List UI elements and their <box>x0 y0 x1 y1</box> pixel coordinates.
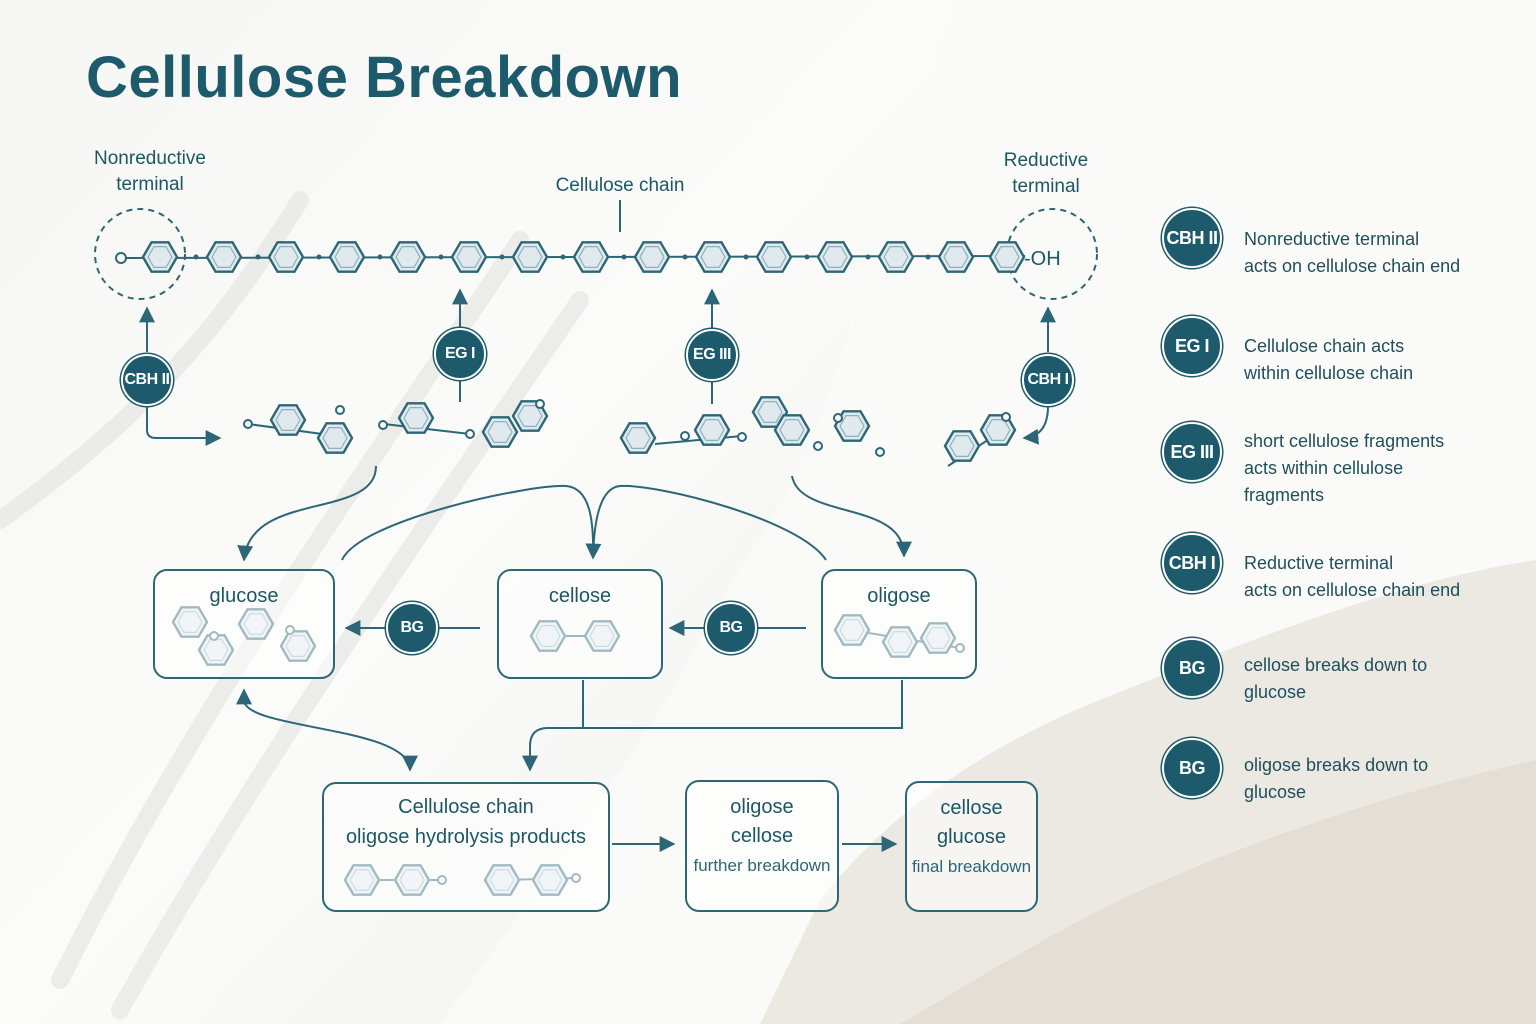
cellose-box: cellose <box>497 569 663 679</box>
legend-line: Nonreductive terminal <box>1244 229 1420 249</box>
legend-line: acts within cellulose <box>1244 458 1404 478</box>
hydrolysis-products-title-2: oligose hydrolysis products <box>345 826 587 848</box>
reductive-terminal-label: Reductive terminal <box>976 148 1116 200</box>
legend-line: Reductive terminal <box>1244 553 1394 573</box>
nonreductive-terminal-label: Nonreductive terminal <box>70 146 230 198</box>
to-cellose-arrow <box>341 484 602 561</box>
further-breakdown-title-2: cellose <box>730 825 794 847</box>
glucose-box: glucose <box>153 569 335 679</box>
legend-line: acts on cellulose chain end <box>1244 256 1461 276</box>
legend-text: Nonreductive terminal acts on cellulose … <box>1244 226 1524 280</box>
legend-row-eg1: EG I Cellulose chain acts within cellulo… <box>1162 316 1522 396</box>
to-products-arrow <box>522 727 583 772</box>
legend-text: Reductive terminal acts on cellulose cha… <box>1244 550 1524 604</box>
final-breakdown-title-2: glucose <box>937 826 1006 848</box>
chain-start-oxygen <box>115 252 127 264</box>
legend-text: Cellulose chain acts within cellulose ch… <box>1244 333 1524 387</box>
chain-rings <box>141 241 1026 273</box>
further-breakdown-title-1: oligose <box>730 796 794 818</box>
enzyme-badge-cbh1: CBH I <box>1022 354 1074 406</box>
cbh1-to-fragments-arrow <box>1022 405 1049 445</box>
legend-line: cellose breaks down to <box>1244 655 1428 675</box>
legend-text: cellose breaks down to glucose <box>1244 652 1524 706</box>
legend-badge: EG I <box>1162 316 1222 376</box>
legend-badge: EG III <box>1162 422 1222 482</box>
cellose-box-title: cellose <box>548 585 612 607</box>
enzyme-badge-eg3: EG III <box>686 329 738 381</box>
final-breakdown-title-1: cellose <box>940 797 1003 819</box>
legend-badge: CBH I <box>1162 533 1222 593</box>
legend-text: oligose breaks down to glucose <box>1244 752 1524 806</box>
cellulose-chain-label: Cellulose chain <box>555 175 685 196</box>
legend-row-cbh2: CBH II Nonreductive terminal acts on cel… <box>1162 208 1522 288</box>
further-breakdown-sub: further breakdown <box>693 856 831 875</box>
legend-row-cbh1: CBH I Reductive terminal acts on cellulo… <box>1162 533 1522 613</box>
enzyme-badge-cbh2: CBH II <box>121 354 173 406</box>
legend-badge: BG <box>1162 638 1222 698</box>
legend-row-eg3: EG III short cellulose fragments acts wi… <box>1162 422 1522 505</box>
legend-badge: BG <box>1162 738 1222 798</box>
legend-text: short cellulose fragments acts within ce… <box>1244 428 1524 509</box>
legend-line: short cellulose fragments <box>1244 431 1445 451</box>
reductive-terminal-circle <box>1006 208 1098 300</box>
final-breakdown-sub: final breakdown <box>911 857 1032 876</box>
cbh2-to-fragments-arrow <box>146 406 222 446</box>
legend-line: glucose <box>1244 682 1307 702</box>
enzyme-badge-bg-glucose: BG <box>386 602 438 654</box>
legend-line: glucose <box>1244 782 1307 802</box>
legend-line: fragments <box>1244 485 1325 505</box>
further-breakdown-box: oligose cellose further breakdown <box>685 780 839 912</box>
legend-row-bg-cellose: BG cellose breaks down to glucose <box>1162 638 1522 718</box>
final-breakdown-box: cellose glucose final breakdown <box>905 781 1038 912</box>
to-oligose-arrow <box>791 475 912 558</box>
legend-line: Cellulose chain acts <box>1244 336 1405 356</box>
oligose-box-title: oligose <box>867 585 931 607</box>
nonreductive-terminal-text: Nonreductive terminal <box>94 148 206 195</box>
hydrolysis-products-box: Cellulose chain oligose hydrolysis produ… <box>322 782 610 912</box>
legend-line: oligose breaks down to <box>1244 755 1429 775</box>
to-glucose-arrow <box>237 465 377 562</box>
oligose-box: oligose <box>821 569 977 679</box>
legend-line: acts on cellulose chain end <box>1244 580 1461 600</box>
glucose-products-arrow <box>244 690 410 770</box>
legend-badge: CBH II <box>1162 208 1222 268</box>
glucose-box-title: glucose <box>209 585 279 607</box>
reductive-terminal-text: Reductive terminal <box>1003 150 1089 197</box>
enzyme-badge-eg1: EG I <box>434 328 486 380</box>
page-title: Cellulose Breakdown <box>86 45 683 110</box>
nonreductive-terminal-circle <box>94 208 186 300</box>
hydroxyl-end-label: -OH <box>1024 248 1061 270</box>
enzyme-badge-bg-cellose: BG <box>705 602 757 654</box>
legend-row-bg-oligose: BG oligose breaks down to glucose <box>1162 738 1522 818</box>
legend-line: within cellulose chain <box>1244 363 1414 383</box>
hydrolysis-products-title-1: Cellulose chain <box>398 796 534 818</box>
